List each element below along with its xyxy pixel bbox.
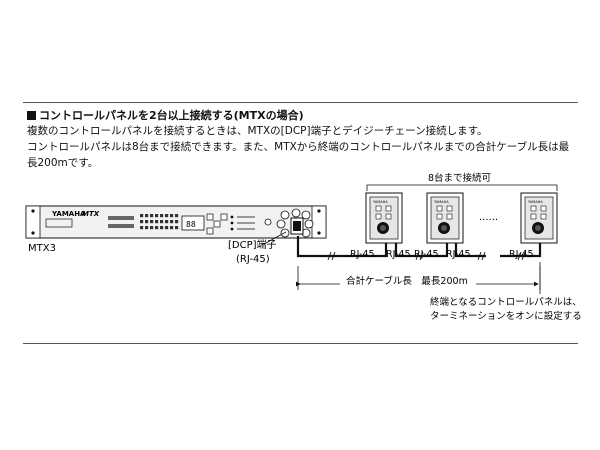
device-button bbox=[145, 214, 149, 218]
device-brand: YAMAHA bbox=[51, 210, 86, 218]
device-button bbox=[150, 226, 154, 230]
control-panel-last: YAMAHA bbox=[520, 192, 558, 244]
device-button bbox=[145, 220, 149, 224]
device-button bbox=[165, 226, 169, 230]
cable-length-label: 合計ケーブル長 最長200m bbox=[346, 275, 468, 287]
device-display: 88 bbox=[186, 220, 196, 229]
dcp-port bbox=[276, 208, 314, 238]
device-button bbox=[155, 226, 159, 230]
device-button bbox=[170, 226, 174, 230]
cable-break-4 bbox=[517, 251, 526, 261]
mtx3-device: YAMAHA MTX 88 bbox=[25, 205, 327, 239]
device-button bbox=[150, 214, 154, 218]
rj45-label-4: RJ-45 bbox=[446, 249, 471, 260]
device-button bbox=[140, 214, 144, 218]
panel-group-label: 8台まで接続可 bbox=[428, 172, 491, 184]
device-model-mark: MTX bbox=[82, 210, 100, 218]
device-button bbox=[170, 220, 174, 224]
rj45-label-3: RJ-45 bbox=[414, 249, 439, 260]
rj45-label-1: RJ-45 bbox=[350, 249, 375, 260]
device-button bbox=[175, 226, 179, 230]
rj45-label-5: RJ-45 bbox=[509, 249, 534, 260]
device-button bbox=[165, 220, 169, 224]
panel-brand-last: YAMAHA bbox=[528, 200, 543, 204]
terminator-note-line-1: 終端となるコントロールパネルは、 bbox=[430, 296, 582, 308]
control-panel-1: YAMAHA bbox=[365, 192, 403, 244]
device-button bbox=[155, 220, 159, 224]
cable-break-3 bbox=[477, 251, 486, 261]
device-button bbox=[150, 220, 154, 224]
device-button bbox=[160, 220, 164, 224]
device-button bbox=[155, 214, 159, 218]
device-button bbox=[175, 220, 179, 224]
device-button bbox=[165, 214, 169, 218]
square-bullet-icon bbox=[27, 111, 36, 120]
control-panel-2: YAMAHA bbox=[426, 192, 464, 244]
cable-4 bbox=[500, 243, 542, 258]
port-arrow bbox=[263, 231, 287, 245]
panel-brand-1: YAMAHA bbox=[373, 200, 388, 204]
description-line-3: 長200mです。 bbox=[27, 157, 99, 169]
device-label: MTX3 bbox=[28, 243, 56, 254]
cable-break-2 bbox=[415, 251, 424, 261]
device-button bbox=[170, 214, 174, 218]
device-button bbox=[175, 214, 179, 218]
diagram-frame bbox=[23, 102, 578, 344]
description-line-2: コントロールパネルは8台まで接続できます。また、MTXから終端のコントロールパネ… bbox=[27, 141, 570, 153]
cable-3 bbox=[454, 243, 486, 258]
port-label: [DCP]端子 bbox=[228, 238, 277, 251]
description-line-1: 複数のコントロールパネルを接続するときは、MTXの[DCP]端子とデイジーチェー… bbox=[27, 125, 488, 137]
device-button bbox=[140, 220, 144, 224]
device-button bbox=[140, 226, 144, 230]
device-button bbox=[145, 226, 149, 230]
terminator-note-line-2: ターミネーションをオンに設定する bbox=[430, 310, 582, 322]
cable-break-1 bbox=[327, 251, 336, 261]
port-label-type: (RJ-45) bbox=[236, 254, 270, 265]
device-button bbox=[160, 226, 164, 230]
heading-text: コントロールパネルを2台以上接続する(MTXの場合) bbox=[39, 109, 304, 122]
panel-brand-2: YAMAHA bbox=[434, 200, 449, 204]
cable-1 bbox=[296, 236, 388, 258]
device-button bbox=[160, 214, 164, 218]
section-heading: コントロールパネルを2台以上接続する(MTXの場合) bbox=[27, 108, 304, 123]
rj45-label-2: RJ-45 bbox=[386, 249, 411, 260]
panel-group-bracket bbox=[366, 184, 558, 191]
more-panels-ellipsis: ...... bbox=[479, 212, 498, 223]
